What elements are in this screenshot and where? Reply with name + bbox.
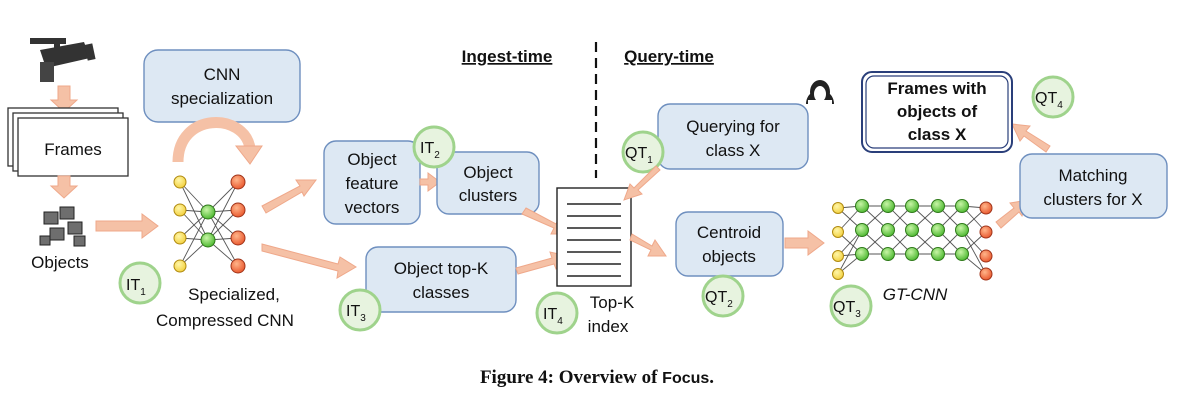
querying-label-1: Querying for — [686, 117, 780, 136]
cnn-specialization-label-2: specialization — [171, 89, 273, 108]
arrow-index-to-centroid — [629, 233, 667, 257]
result-label-1: Frames with — [887, 79, 986, 98]
tag-it4: IT4 — [535, 291, 579, 335]
cnn-specialization-label-1: CNN — [204, 65, 241, 84]
arrow-features-to-clusters — [419, 172, 441, 192]
svg-text:IT2: IT2 — [420, 140, 440, 161]
specialized-cnn-label-1: Specialized, — [188, 285, 280, 304]
svg-text:IT3: IT3 — [346, 303, 366, 324]
cnn-specialization-box — [143, 49, 301, 123]
clusters-label-2: clusters — [459, 186, 518, 205]
topk-classes-label-1: Object top-K — [394, 259, 489, 278]
svg-text:QT3: QT3 — [833, 299, 861, 320]
neural-network-icon — [832, 199, 993, 281]
object-clusters-box — [436, 151, 540, 215]
arrow-matching-to-result — [1011, 123, 1051, 153]
querying-box — [657, 103, 809, 170]
caption-system-name: Focus — [662, 370, 710, 387]
gtcnn-label: GT-CNN — [883, 285, 948, 304]
arrow-cnn-to-features — [261, 179, 317, 214]
feature-label-1: Object — [347, 150, 396, 169]
security-camera-icon — [30, 38, 96, 82]
clusters-label-1: Object — [463, 163, 512, 182]
arrow-objects-to-cnn — [95, 213, 159, 239]
ingest-time-header: Ingest-time — [462, 47, 553, 66]
tag-it3: IT3 — [338, 288, 382, 332]
topk-index-label-2: index — [588, 317, 629, 336]
tag-qt4: QT4 — [1031, 75, 1075, 119]
svg-text:QT2: QT2 — [705, 289, 733, 310]
tag-qt3: QT3 — [829, 284, 873, 328]
topk-classes-label-2: classes — [413, 283, 470, 302]
specialization-curve-arrow — [172, 117, 256, 163]
matching-clusters-box — [1019, 153, 1168, 219]
arrow-camera-to-frames — [49, 85, 79, 113]
frames-label: Frames — [44, 140, 102, 159]
specialized-cnn-network — [173, 174, 246, 274]
frames-stack: Frames — [7, 107, 129, 177]
centroid-label-2: objects — [702, 247, 756, 266]
feature-label-2: feature — [346, 174, 399, 193]
object-topk-classes-box — [365, 246, 517, 313]
document-icon — [556, 187, 632, 287]
matching-label-2: clusters for X — [1043, 190, 1142, 209]
centroid-label-1: Centroid — [697, 223, 761, 242]
arrow-cnn-to-topk — [261, 243, 357, 279]
specialized-cnn-label-2: Compressed CNN — [156, 311, 294, 330]
feature-label-3: vectors — [345, 198, 400, 217]
svg-text:IT1: IT1 — [126, 277, 146, 298]
centroid-objects-box — [675, 211, 784, 277]
svg-text:QT1: QT1 — [625, 145, 653, 166]
svg-text:QT4: QT4 — [1035, 90, 1063, 111]
caption-prefix: Figure 4: Overview of — [479, 367, 663, 388]
result-box — [861, 71, 1013, 153]
specialization-curve-arrowhead — [234, 145, 263, 165]
arrow-frames-to-objects — [49, 175, 79, 199]
querying-label-2: class X — [706, 141, 761, 160]
tag-qt1: QT1 — [621, 130, 665, 174]
arrow-centroid-to-gtcnn — [784, 230, 825, 256]
figure-caption: Figure 4: Overview of Focus. — [0, 367, 1194, 389]
result-label-3: class X — [908, 125, 967, 144]
caption-suffix: . — [709, 367, 715, 388]
tag-it1: IT1 — [118, 261, 162, 305]
tag-qt2: QT2 — [701, 274, 745, 318]
tag-it2: IT2 — [412, 125, 456, 169]
user-icon — [806, 80, 834, 104]
topk-index-label-1: Top-K — [590, 293, 635, 312]
query-time-header: Query-time — [624, 47, 714, 66]
objects-label: Objects — [31, 253, 89, 272]
arrow-query-to-index — [623, 165, 661, 201]
matching-label-1: Matching — [1059, 166, 1128, 185]
result-label-2: objects of — [897, 102, 978, 121]
objects-icon — [39, 206, 86, 247]
svg-text:IT4: IT4 — [543, 306, 563, 327]
